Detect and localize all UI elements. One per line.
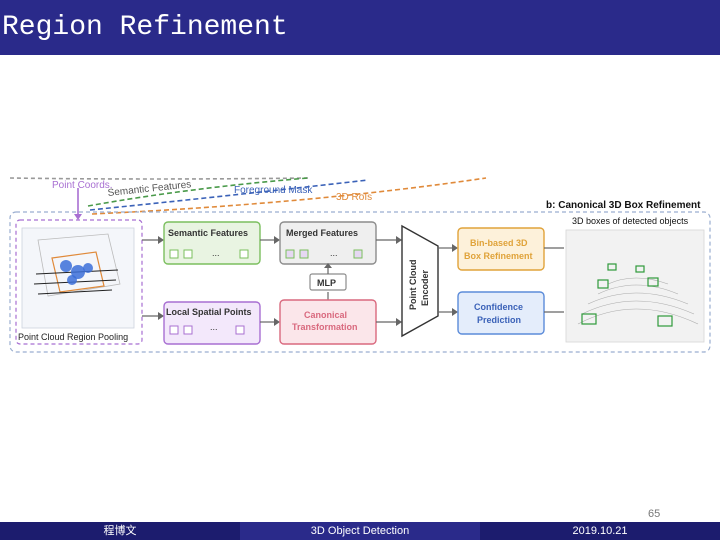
mlp-label: MLP	[317, 278, 336, 288]
canonical-label-line2: Transformation	[292, 322, 358, 332]
rois-label: 3D RoIs	[336, 192, 372, 203]
detected-boxes-image	[565, 229, 705, 343]
point-coords-line	[9, 177, 309, 180]
point-cloud-encoder	[401, 224, 439, 338]
refinement-frame	[9, 211, 711, 353]
confidence-prediction-box	[457, 291, 545, 335]
confidence-label-line2: Prediction	[477, 315, 521, 325]
title-bar: Region Refinement	[0, 0, 720, 55]
bin-label-line1: Bin-based 3D	[470, 238, 528, 248]
footer-date: 2019.10.21	[480, 522, 720, 540]
local-ellipsis: ...	[210, 322, 218, 332]
encoder-label-line2: Encoder	[420, 269, 430, 306]
pooling-label: Point Cloud Region Pooling	[18, 332, 128, 342]
slide-title: Region Refinement	[2, 12, 288, 43]
footer-author: 程博文	[0, 522, 240, 540]
semantic-features-line	[87, 177, 309, 207]
semantic-features-label: Semantic Features	[168, 228, 248, 238]
encoder-label-line1: Point Cloud	[408, 260, 418, 311]
pipeline-diagram: Point Coords. Semantic Features Foregrou…	[9, 177, 711, 353]
merged-feature-cubes	[285, 249, 363, 259]
footer: 程博文 3D Object Detection 2019.10.21	[0, 522, 720, 540]
canonical-label-line1: Canonical	[304, 310, 347, 320]
merged-features-label: Merged Features	[286, 228, 358, 238]
confidence-label-line1: Confidence	[474, 302, 523, 312]
footer-topic: 3D Object Detection	[240, 522, 480, 540]
foreground-mask-line	[89, 179, 369, 211]
rois-line	[91, 177, 487, 215]
stage-title: b: Canonical 3D Box Refinement	[546, 200, 701, 211]
bin-based-refinement-box	[457, 227, 545, 271]
semantic-features-input-label: Semantic Features	[107, 179, 192, 199]
local-point-cubes	[169, 325, 245, 335]
point-coords-label: Point Coords.	[52, 180, 113, 191]
page-number: 65	[648, 508, 661, 520]
bin-label-line2: Box Refinement	[464, 251, 533, 261]
merged-ellipsis: ...	[330, 248, 338, 258]
semantic-ellipsis: ...	[212, 248, 220, 258]
result-label: 3D boxes of detected objects	[572, 216, 689, 226]
local-spatial-points-label: Local Spatial Points	[166, 307, 252, 317]
semantic-feature-cubes	[169, 249, 249, 259]
foreground-mask-label: Foreground Mask	[234, 185, 313, 196]
